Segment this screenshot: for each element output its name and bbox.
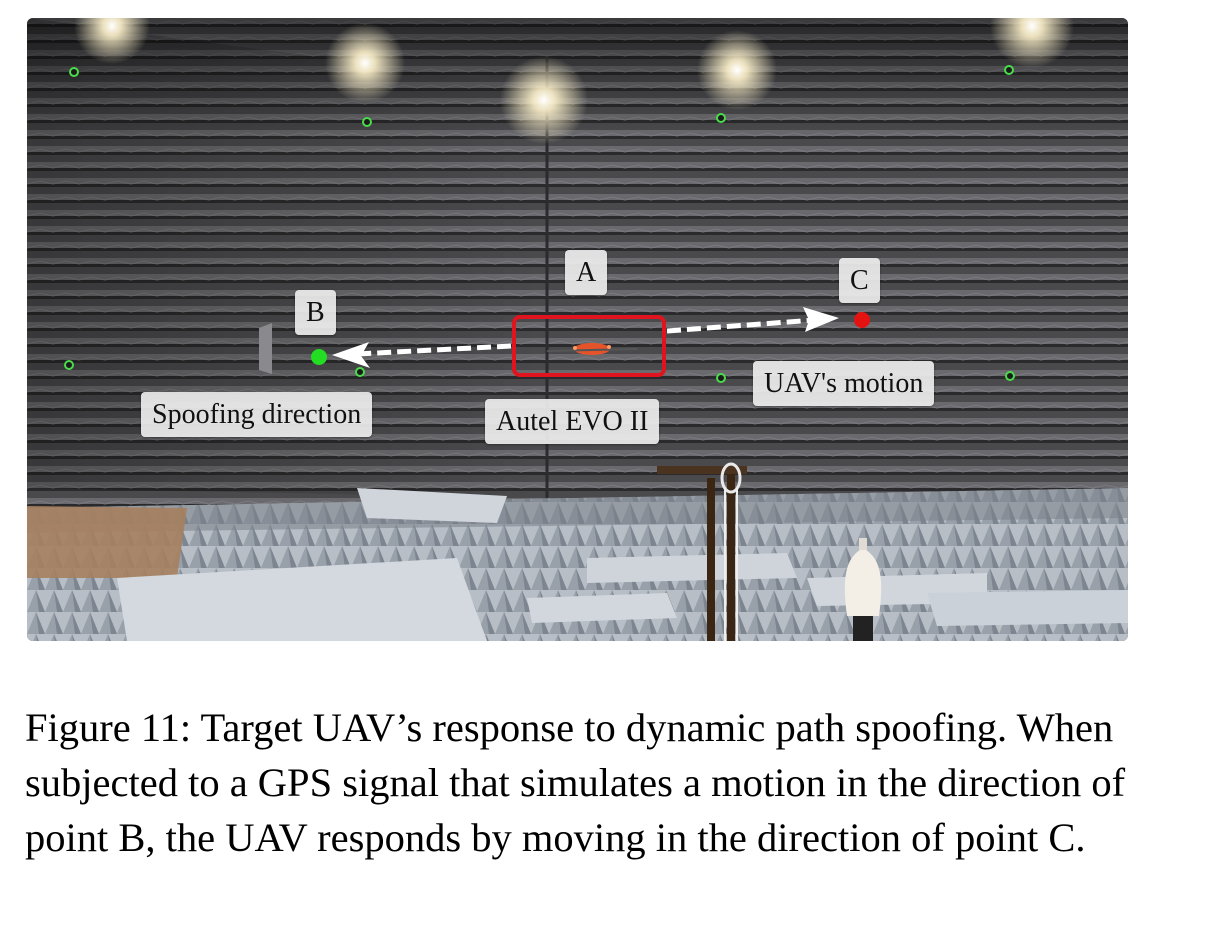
label-uav-name: Autel EVO II [485,399,660,444]
spoofing-arrow [356,343,512,357]
uav-highlight-box [512,315,666,377]
label-spoofing-direction: Spoofing direction [141,392,373,437]
label-point-c: C [839,258,880,303]
label-point-b: B [295,290,336,335]
chamber-scene [27,18,1128,641]
anechoic-chamber-photo: A B C Spoofing direction Autel EVO II UA… [27,18,1128,641]
point-c-marker [854,312,870,328]
point-b-marker [311,349,327,365]
spoofing-arrowhead [332,342,370,368]
label-uav-motion: UAV's motion [753,361,935,406]
figure-caption: Figure 11: Target UAV’s response to dyna… [25,705,1126,860]
motion-arrow [666,317,816,334]
motion-arrowhead [803,307,839,332]
label-point-a: A [565,250,608,295]
